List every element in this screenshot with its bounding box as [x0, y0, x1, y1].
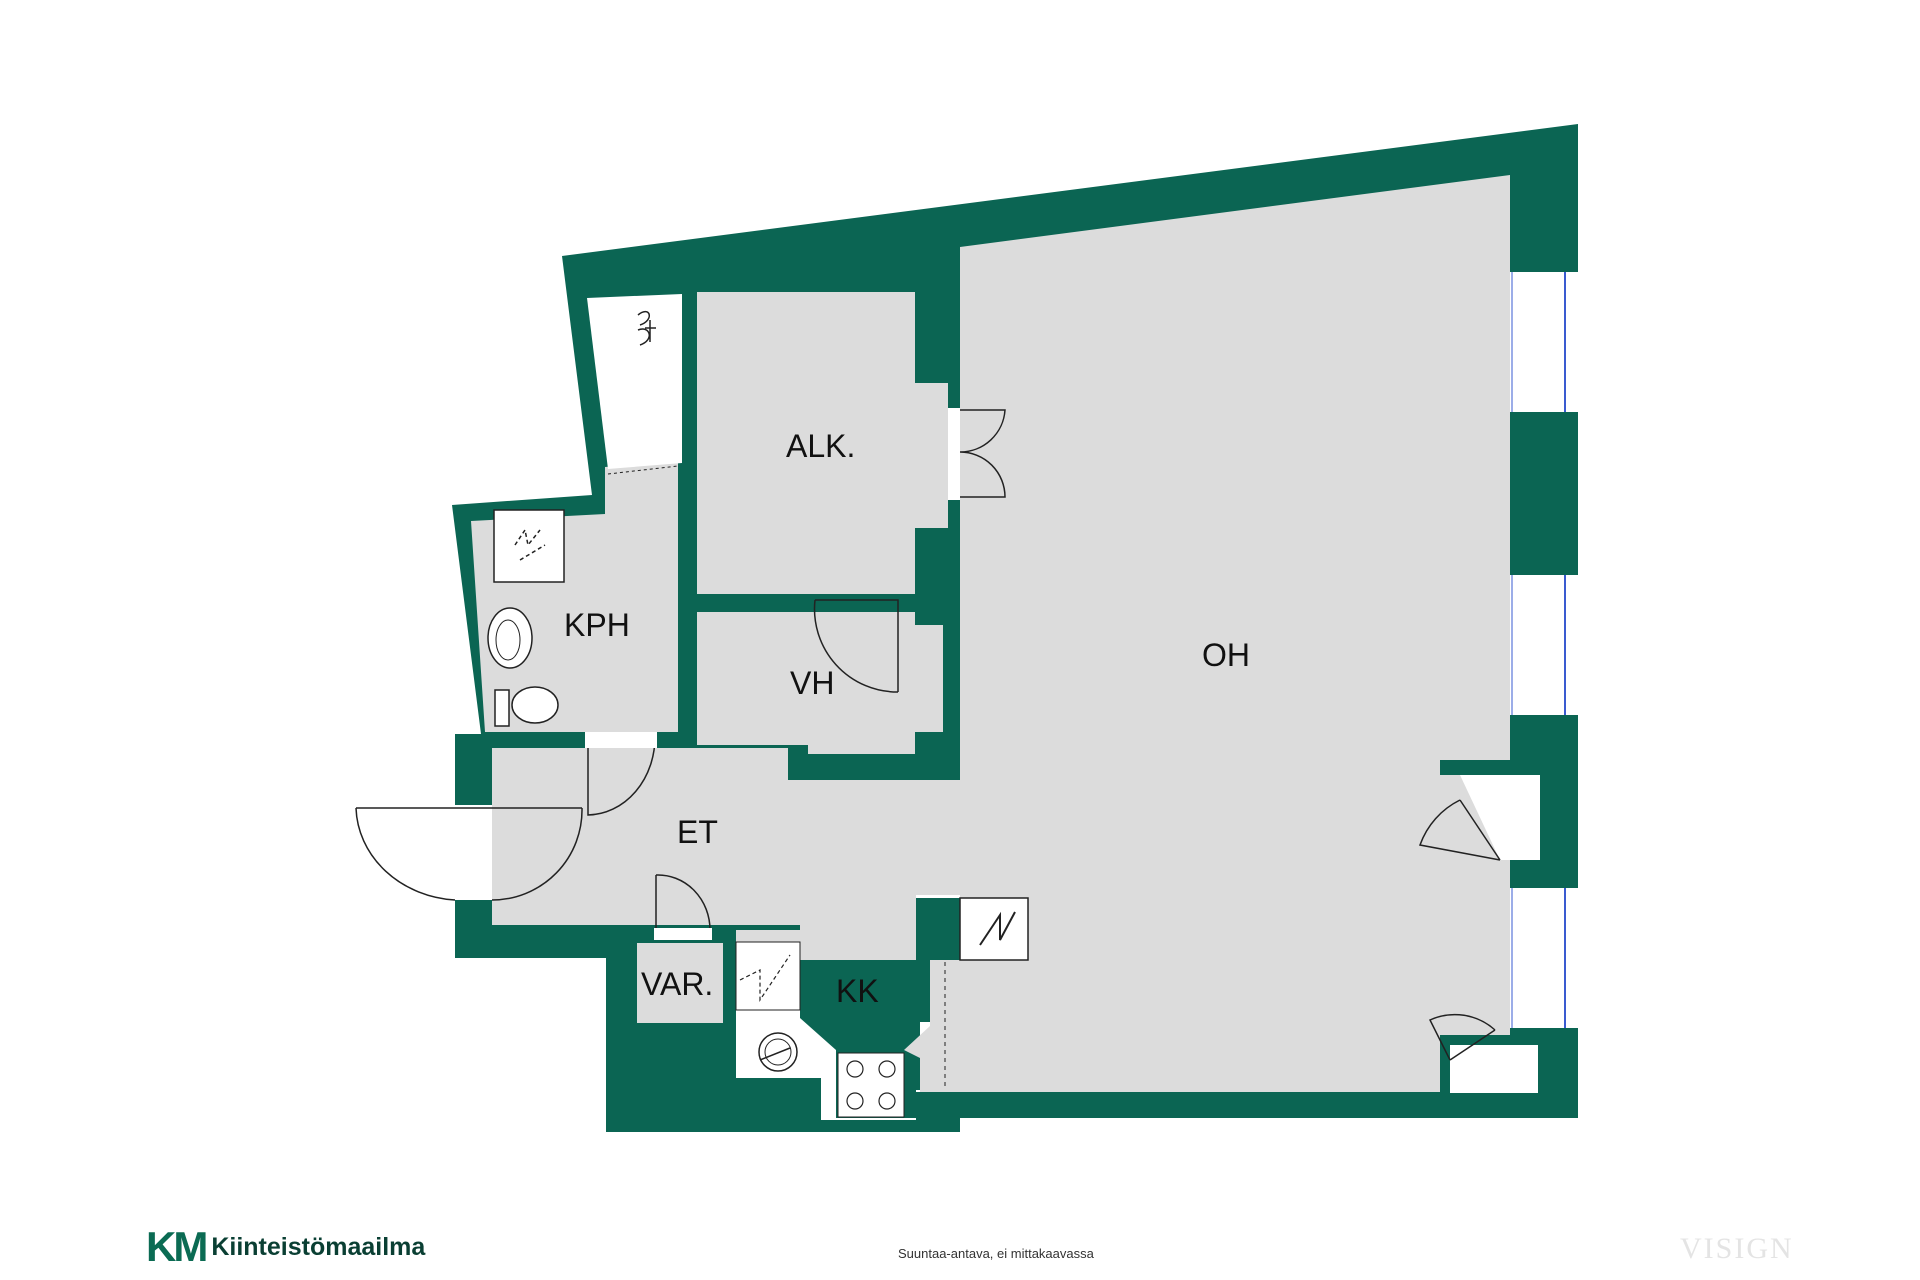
floor-vh [697, 612, 943, 754]
balcony-niche-upper [1460, 775, 1540, 860]
logo-mark: KM [146, 1223, 208, 1270]
fridge-symbol [979, 911, 1016, 946]
window-1 [1510, 272, 1578, 412]
washing-machine [493, 509, 565, 583]
label-alk: ALK. [786, 428, 855, 464]
visign-watermark: VISIGN [1680, 1232, 1794, 1265]
floor-et [492, 748, 960, 960]
label-kph: KPH [564, 607, 630, 643]
kitchen-sink-drain [764, 1038, 792, 1066]
sink-bowl [495, 619, 521, 661]
label-kk: KK [836, 973, 879, 1009]
stove [837, 1052, 905, 1118]
label-vh: VH [790, 665, 834, 701]
window-3 [1510, 888, 1578, 1028]
floor-oh [960, 175, 1510, 1092]
label-var: VAR. [641, 966, 713, 1002]
var-threshold [654, 928, 712, 940]
toilet-bowl [511, 686, 559, 724]
toilet-tank [494, 689, 510, 727]
alk-double-door [959, 409, 1006, 498]
kph-door-threshold [585, 732, 657, 748]
washing-machine-symbol [514, 528, 546, 561]
stove-burner-1 [846, 1060, 864, 1078]
alk-door-frame [948, 408, 960, 500]
sink [487, 607, 533, 669]
balcony-niche-lower [1450, 1045, 1538, 1093]
stove-burner-2 [878, 1060, 896, 1078]
floor-alk [697, 292, 948, 594]
logo-text: Kiinteistömaailma [211, 1232, 426, 1261]
fridge-block [916, 898, 960, 960]
balcony-door-upper [1418, 799, 1501, 861]
stove-burner-4 [878, 1092, 896, 1110]
entry-threshold [455, 805, 492, 900]
window-2 [1510, 575, 1578, 715]
var-door [655, 874, 711, 931]
label-oh: OH [1202, 637, 1250, 673]
dishwasher-symbol [739, 954, 791, 1002]
label-et: ET [677, 814, 718, 850]
balcony-door-lower [1428, 1013, 1496, 1061]
floor-kph-shower [587, 294, 682, 469]
shower-drain-symbol [637, 310, 656, 346]
fridge [959, 897, 1029, 961]
dishwasher [735, 941, 801, 1011]
floor-var [637, 943, 723, 1023]
entry-door [355, 807, 583, 901]
scale-note: Suuntaa-antava, ei mittakaavassa [898, 1246, 1094, 1261]
stove-burner-3 [846, 1092, 864, 1110]
km-logo: KM Kiinteistömaailma [146, 1226, 425, 1268]
kitchen-tap [759, 1047, 791, 1061]
vh-door [813, 599, 899, 693]
